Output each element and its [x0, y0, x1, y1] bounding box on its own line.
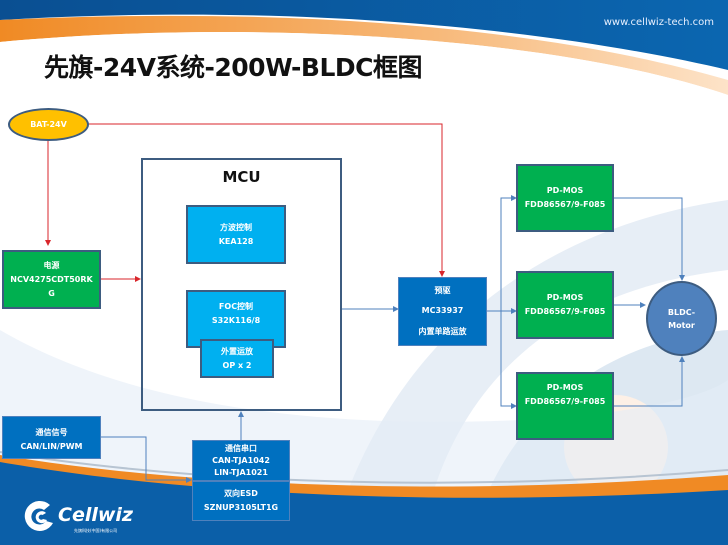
bldc-motor-node: BLDC- Motor — [646, 281, 717, 356]
mcu-frame — [141, 158, 342, 411]
logo-subtitle: 先旗科技(中国)有限公司 — [74, 528, 118, 533]
predriver-note: 内置单路运放 — [418, 326, 467, 336]
motor-label-line2: Motor — [668, 320, 695, 330]
page-title: 先旗-24V系统-200W-BLDC框图 — [44, 53, 423, 82]
mos-2-part: FDD86567/9-F085 — [524, 307, 606, 316]
mos-1-part: FDD86567/9-F085 — [524, 200, 606, 209]
battery-label: BAT-24V — [30, 120, 67, 129]
esd-title: 双向ESD — [224, 489, 258, 498]
square-wave-part: KEA128 — [218, 236, 254, 246]
comm-signal-types: CAN/LIN/PWM — [20, 442, 83, 451]
comm-signal-title: 通信信号 — [35, 428, 68, 437]
battery-to-predriver-line — [89, 123, 445, 277]
comm-port-block: 通信串口 CAN-TJA1042 LIN-TJA1021 — [192, 440, 290, 481]
power-part-suffix: G — [48, 288, 55, 298]
comm-signal-block: 通信信号 CAN/LIN/PWM — [2, 416, 101, 459]
mos-block-2: PD-MOS FDD86567/9-F085 — [516, 271, 614, 339]
mos-3-title: PD-MOS — [546, 383, 584, 392]
website-url[interactable]: www.cellwiz-tech.com — [603, 17, 714, 28]
comm-port-lin: LIN-TJA1021 — [214, 467, 268, 477]
cellwiz-logo-icon — [24, 500, 53, 531]
comm-port-title: 通信串口 — [225, 443, 257, 453]
opamp-part: OP x 2 — [222, 360, 252, 370]
predriver-to-mos1-line — [487, 195, 517, 312]
power-supply-block: 电源 NCV4275CDT50RK G — [2, 250, 101, 309]
mos1-to-motor-line — [614, 197, 685, 281]
square-wave-title: 方波控制 — [220, 222, 252, 232]
mos-1-title: PD-MOS — [546, 186, 584, 195]
power-title: 电源 — [43, 260, 60, 270]
foc-control-block: FOC控制 S32K116/8 — [186, 290, 286, 348]
power-lines — [45, 123, 445, 282]
mos3-to-motor-line — [614, 356, 685, 407]
mcu-label: MCU — [222, 168, 261, 186]
battery-node: BAT-24V — [8, 108, 89, 141]
logo-name: Cellwiz — [58, 504, 133, 526]
predriver-title: 预驱 — [434, 286, 451, 296]
predriver-part: MC33937 — [421, 306, 464, 316]
mos-block-3: PD-MOS FDD86567/9-F085 — [516, 372, 614, 440]
predriver-block: 预驱 MC33937 内置单路运放 — [398, 277, 487, 346]
foc-title: FOC控制 — [218, 302, 254, 311]
foc-part: S32K116/8 — [211, 316, 261, 325]
comm-signal-to-port-line — [101, 436, 192, 483]
mos-3-part: FDD86567/9-F085 — [524, 397, 606, 406]
external-opamp-block: 外置运放 OP x 2 — [200, 339, 274, 378]
predriver-to-mos3-line — [500, 311, 517, 409]
opamp-title: 外置运放 — [221, 346, 253, 356]
signal-lines — [101, 195, 685, 483]
comm-port-can: CAN-TJA1042 — [212, 455, 270, 465]
square-wave-control-block: 方波控制 KEA128 — [186, 205, 286, 264]
mos-2-title: PD-MOS — [546, 293, 584, 302]
power-part: NCV4275CDT50RK — [10, 274, 93, 284]
mos-block-1: PD-MOS FDD86567/9-F085 — [516, 164, 614, 232]
esd-part: SZNUP3105LT1G — [203, 503, 279, 512]
esd-block: 双向ESD SZNUP3105LT1G — [192, 481, 290, 521]
motor-label-line1: BLDC- — [667, 307, 696, 317]
